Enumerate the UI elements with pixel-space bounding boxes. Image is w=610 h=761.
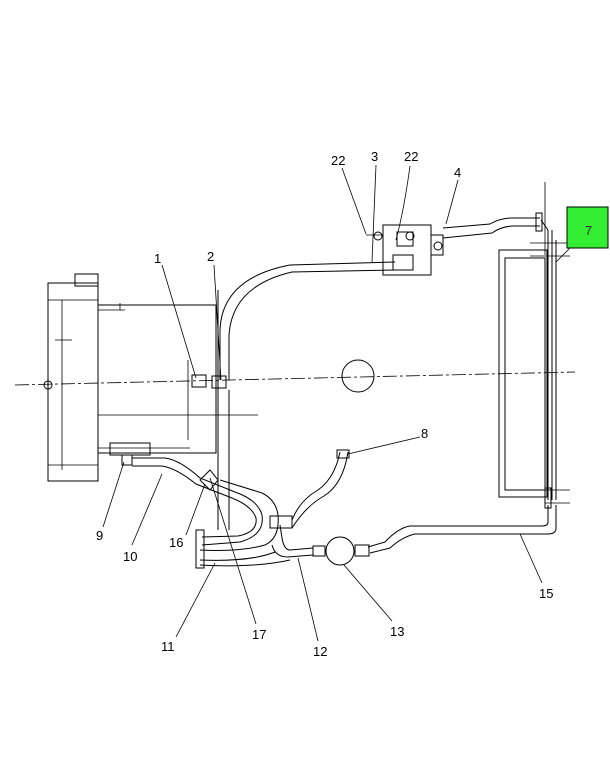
- highlight-callout-7: [566, 206, 609, 249]
- label-7: 7: [585, 223, 592, 238]
- center-line: [14, 371, 576, 386]
- return-line-15: [367, 505, 557, 554]
- label-22-left: 22: [331, 153, 345, 168]
- label-22-right: 22: [404, 149, 418, 164]
- cooler: [498, 219, 570, 509]
- label-2: 2: [207, 249, 214, 264]
- label-1: 1: [154, 251, 161, 266]
- center-bearing: [341, 359, 375, 393]
- hose-4: [442, 182, 546, 255]
- label-11: 11: [161, 639, 175, 654]
- mount-bracket: [191, 290, 230, 530]
- label-15: 15: [539, 586, 553, 601]
- leader-lines: [102, 164, 571, 642]
- inline-filter-13: [312, 536, 370, 566]
- label-10: 10: [123, 549, 137, 564]
- label-13: 13: [390, 624, 404, 639]
- label-17: 17: [252, 627, 266, 642]
- label-4: 4: [454, 165, 461, 180]
- label-16: 16: [169, 535, 183, 550]
- label-3: 3: [371, 149, 378, 164]
- engine-housing: [43, 273, 258, 482]
- hose-10: [109, 442, 263, 546]
- label-8: 8: [421, 426, 428, 441]
- valve-assembly: [366, 224, 444, 276]
- label-9: 9: [96, 528, 103, 543]
- label-12: 12: [313, 644, 327, 659]
- upper-tube: [219, 261, 396, 380]
- lower-hoses: [195, 449, 350, 569]
